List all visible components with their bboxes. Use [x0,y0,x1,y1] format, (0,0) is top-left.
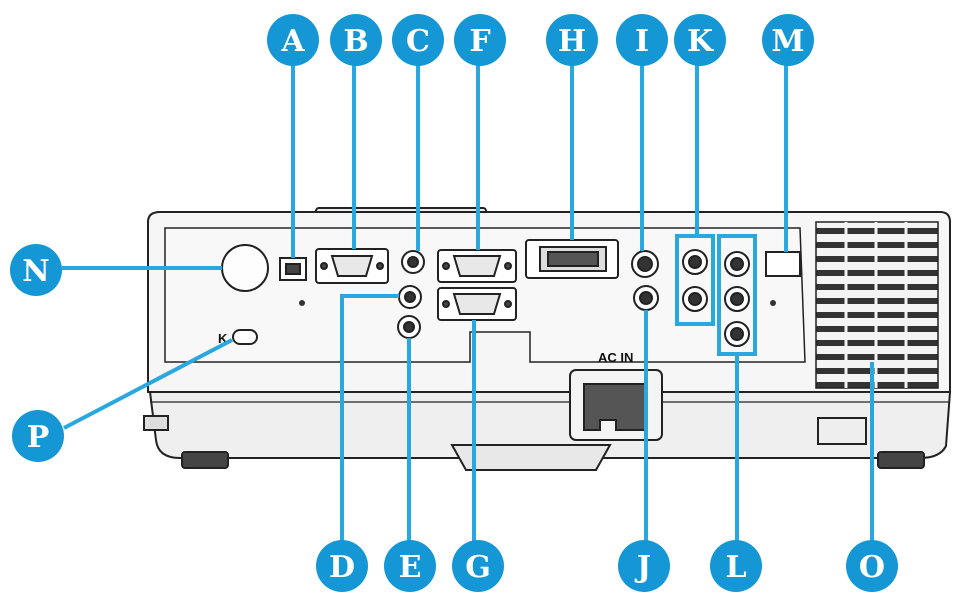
callout-e: E [384,540,436,592]
front-tab-left [143,415,169,431]
callout-label: K [687,24,714,59]
callout-c: C [392,14,444,66]
audio-out-jack [398,285,422,309]
callout-circle [454,14,506,66]
foot-left [181,451,229,469]
callout-h: H [546,14,598,66]
callouts: A B C F H I K M N P D E G J L O [10,14,898,592]
callout-label: A [280,24,305,59]
callout-circle [267,14,319,66]
mic-jack [397,315,421,339]
serial-port [315,248,389,284]
foot-right [877,451,925,469]
callout-circle [12,410,64,462]
callout-d: D [316,540,368,592]
callout-circle [546,14,598,66]
svg-text:K: K [218,331,228,346]
leader-lines [62,64,874,548]
callout-label: P [27,420,50,455]
callout-circle [452,540,504,592]
callout-circle [384,540,436,592]
callout-circle [392,14,444,66]
lens-cover-bottom [450,444,612,471]
vent-grille [815,221,939,389]
callout-circle [616,14,668,66]
s-video-port [631,250,659,278]
dvi-port [525,239,619,279]
vga-out-port [437,287,517,321]
video-port [633,285,659,311]
callout-label: L [725,550,746,585]
callout-b: B [330,14,382,66]
callout-circle [316,540,368,592]
callout-m: M [762,14,814,66]
callout-label: H [558,24,586,59]
callout-label: E [399,550,422,585]
component-jacks [717,234,757,356]
vga-in-port [437,249,517,283]
callout-circle [846,540,898,592]
ac-in-label: AC IN [598,350,633,365]
ir-receiver [221,244,269,292]
callout-label: M [771,24,804,59]
control-port [765,251,801,277]
callout-circle [762,14,814,66]
callout-label: J [634,550,651,585]
callout-circle [10,244,62,296]
callout-circle [330,14,382,66]
callout-f: F [454,14,506,66]
callout-o: O [846,540,898,592]
callout-circle [618,540,670,592]
security-slot: K [218,329,258,346]
callout-label: O [859,550,885,585]
callout-k: K [674,14,726,66]
callout-i: I [616,14,668,66]
callout-label: G [465,550,491,585]
ac-in-socket [569,369,663,441]
callout-j: J [618,540,670,592]
callout-label: C [406,24,430,59]
callout-label: I [635,24,649,59]
callout-circle [710,540,762,592]
callout-n: N [10,244,62,296]
callout-label: B [343,24,368,59]
screw-holes [299,300,776,306]
callout-label: N [22,254,49,289]
callout-p: P [12,410,64,462]
callout-label: F [469,24,490,59]
callout-g: G [452,540,504,592]
callout-circle [674,14,726,66]
callout-label: D [329,550,355,585]
audio-in-jack [401,250,425,274]
callout-l: L [710,540,762,592]
front-tab-right [817,417,867,445]
callout-a: A [267,14,319,66]
usb-port [279,257,307,281]
